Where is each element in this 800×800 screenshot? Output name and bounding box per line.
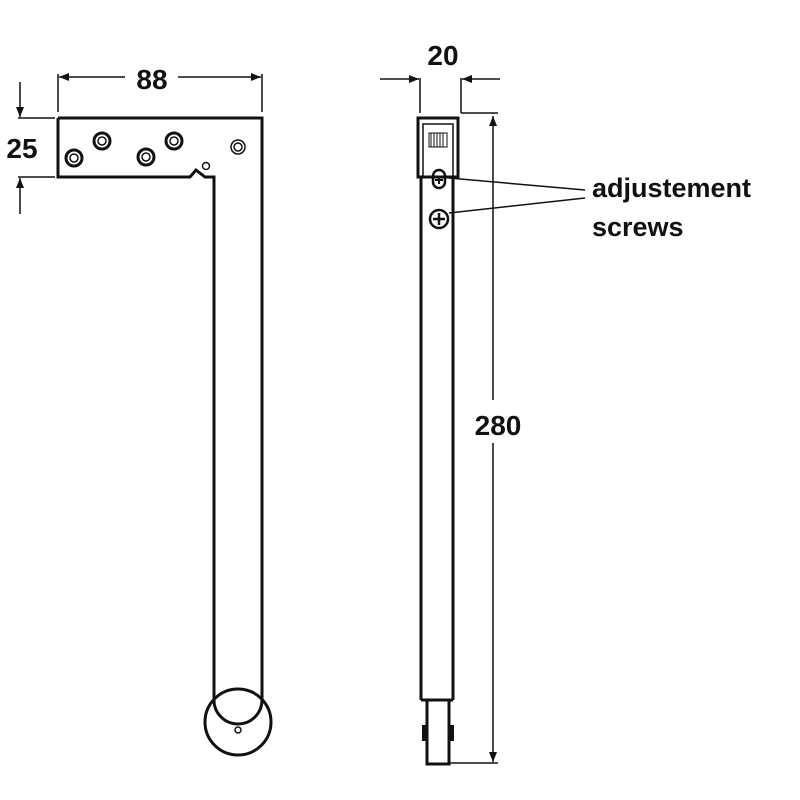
leader-lines bbox=[448, 177, 586, 214]
adjustment-screw-slot bbox=[431, 168, 447, 190]
arm-end bbox=[212, 699, 264, 726]
bracket-outline bbox=[56, 116, 264, 700]
front-view: 88 25 bbox=[6, 64, 273, 757]
dimension-depth-label: 20 bbox=[427, 40, 458, 71]
dimension-25-lines bbox=[16, 82, 55, 214]
annotation-line2: screws bbox=[592, 212, 684, 242]
spring-icon bbox=[428, 132, 448, 148]
dimension-20-lines bbox=[380, 75, 500, 114]
dimension-280-lines bbox=[449, 116, 498, 764]
dimension-height-label: 25 bbox=[6, 133, 37, 164]
wheel bbox=[203, 687, 273, 757]
dimension-width-label: 88 bbox=[136, 64, 167, 95]
adjustment-screw-cross bbox=[428, 208, 450, 230]
annotation-line1: adjustement bbox=[592, 173, 751, 203]
wheel-axle bbox=[234, 726, 242, 734]
side-wheel bbox=[425, 698, 451, 766]
side-view: 20 280 adjustement screws bbox=[380, 40, 751, 766]
dimension-length-label: 280 bbox=[475, 410, 522, 441]
mounting-holes bbox=[64, 131, 246, 171]
dimension-88-lines bbox=[57, 73, 263, 112]
side-bar bbox=[419, 177, 455, 700]
